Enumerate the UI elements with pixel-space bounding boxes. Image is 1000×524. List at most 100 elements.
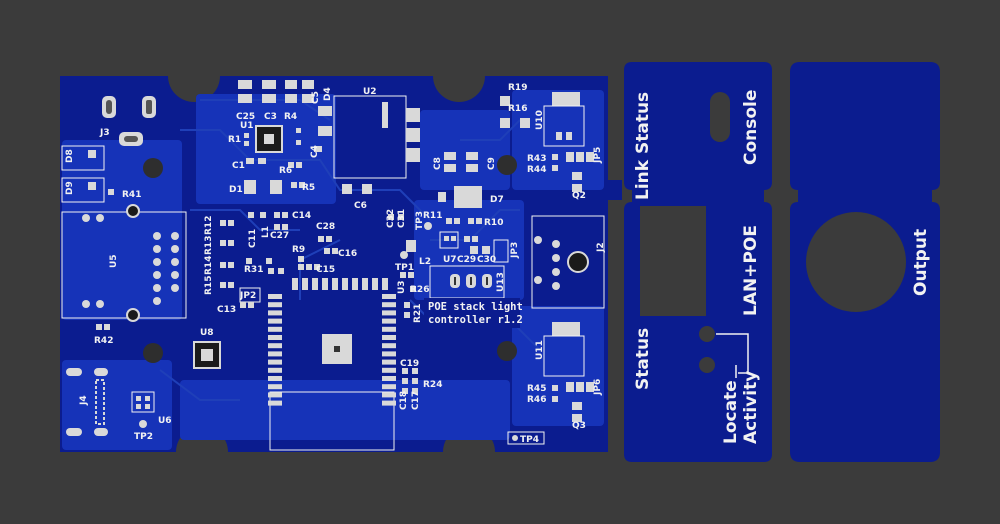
esp-pad [382, 359, 396, 365]
label-locate: Locate [721, 380, 741, 444]
label-c5: C5 [311, 91, 321, 104]
board-title-line1: POE stack light [428, 301, 523, 313]
label-c15: C15 [316, 265, 335, 275]
front-panel-left: Link Status Console LAN+POE Status Locat… [624, 62, 772, 462]
esp-pad [372, 278, 378, 290]
label-c3: C3 [264, 112, 277, 122]
esp-right-pads [382, 294, 396, 406]
label-r13: R13 [204, 236, 214, 255]
u11-regulator: U11 JP6 R45 R46 Q3 [527, 322, 603, 431]
label-r19: R19 [508, 83, 527, 93]
label-r31: R31 [244, 265, 263, 275]
u2-module: U2 C6 [333, 87, 420, 211]
label-r4: R4 [284, 112, 297, 122]
label-u13: U13 [496, 272, 506, 292]
label-c28: C28 [316, 222, 335, 232]
label-tp4: TP4 [520, 435, 539, 445]
esp-pad [322, 278, 328, 290]
esp-pad [268, 294, 282, 299]
label-r16: R16 [508, 104, 527, 114]
label-r11: R11 [423, 211, 442, 221]
esp-pad [342, 278, 348, 290]
label-activity: Activity [741, 371, 761, 444]
label-r9: R9 [292, 245, 305, 255]
front-panel-right: Output [790, 62, 940, 462]
label-d9: D9 [65, 181, 75, 195]
label-c4: C4 [310, 145, 320, 158]
d4-c4: D4 C4 [310, 87, 333, 158]
output-connector-hole [806, 212, 906, 312]
label-c9: C9 [487, 157, 497, 170]
j2-connector: J2 [531, 215, 606, 309]
label-u5: U5 [109, 254, 119, 268]
label-link-status: Link Status [633, 92, 653, 200]
esp-pad [292, 278, 298, 290]
esp-pad [268, 384, 282, 390]
esp-pad [382, 326, 396, 332]
label-r43: R43 [527, 154, 546, 164]
esp-pad [352, 278, 358, 290]
label-r21: R21 [413, 304, 423, 323]
esp-pad [382, 351, 396, 357]
label-c32: C32 [386, 209, 396, 228]
label-u8: U8 [200, 328, 214, 338]
passives-left-middle: R12 R13 R14 R15 C11 L1 C14 C27 R31 R9 C2… [204, 211, 357, 315]
esp-pad [268, 335, 282, 340]
label-c16: C16 [338, 249, 357, 259]
esp-pad [268, 376, 282, 381]
label-tp1: TP1 [395, 263, 414, 273]
label-c27: C27 [270, 231, 289, 241]
label-status: Status [633, 328, 653, 390]
locate-led-hole [699, 326, 715, 342]
label-c31: C31 [397, 209, 407, 228]
label-r46: R46 [527, 395, 546, 405]
esp-pad [382, 335, 396, 340]
esp-pad [382, 367, 396, 373]
label-c11: C11 [248, 229, 258, 248]
esp-pad [382, 343, 396, 349]
label-j3: J3 [99, 128, 110, 138]
activity-led-hole [699, 357, 715, 373]
label-l1: L1 [261, 226, 271, 238]
label-j4: J4 [79, 395, 89, 406]
esp-pad [382, 400, 396, 406]
esp-pad [382, 376, 396, 381]
label-u1: U1 [240, 121, 254, 131]
label-r26: R26 [410, 285, 429, 295]
label-tp2: TP2 [134, 432, 153, 442]
label-r44: R44 [527, 165, 546, 175]
label-r6: R6 [279, 166, 292, 176]
label-console: Console [741, 90, 761, 165]
label-r14: R14 [204, 256, 214, 275]
esp-pad [268, 367, 282, 373]
esp-pad [382, 302, 396, 308]
esp-pad [268, 326, 282, 332]
esp-pad [332, 278, 338, 290]
label-u3: U3 [397, 280, 407, 294]
esp-pad [268, 343, 282, 349]
label-c30: C30 [477, 255, 496, 265]
label-r24: R24 [423, 380, 442, 390]
label-c25: C25 [236, 112, 255, 122]
label-c18: C18 [399, 391, 409, 410]
u7-area: U7 C29 C30 JP3 [439, 231, 520, 265]
u1-area: C25 C3 R4 C5 U1 R1 C1 R6 D1 R5 [228, 80, 321, 195]
esp-pad [382, 384, 396, 390]
label-output: Output [911, 229, 931, 296]
label-d1: D1 [229, 185, 243, 195]
label-r42: R42 [94, 336, 113, 346]
console-slot [710, 92, 730, 142]
label-c19: C19 [400, 359, 419, 369]
label-d7: D7 [490, 195, 504, 205]
mounting-holes [143, 155, 517, 363]
label-r1: R1 [228, 135, 241, 145]
label-r5: R5 [302, 183, 315, 193]
label-r12: R12 [204, 216, 214, 235]
d8-d9-diodes: D8 D9 R41 [61, 145, 141, 203]
esp-pad [382, 310, 396, 316]
label-u6: U6 [158, 416, 172, 426]
esp-pad [268, 302, 282, 308]
esp-pad [268, 392, 282, 398]
label-u2: U2 [363, 87, 377, 97]
esp-pad [268, 310, 282, 316]
